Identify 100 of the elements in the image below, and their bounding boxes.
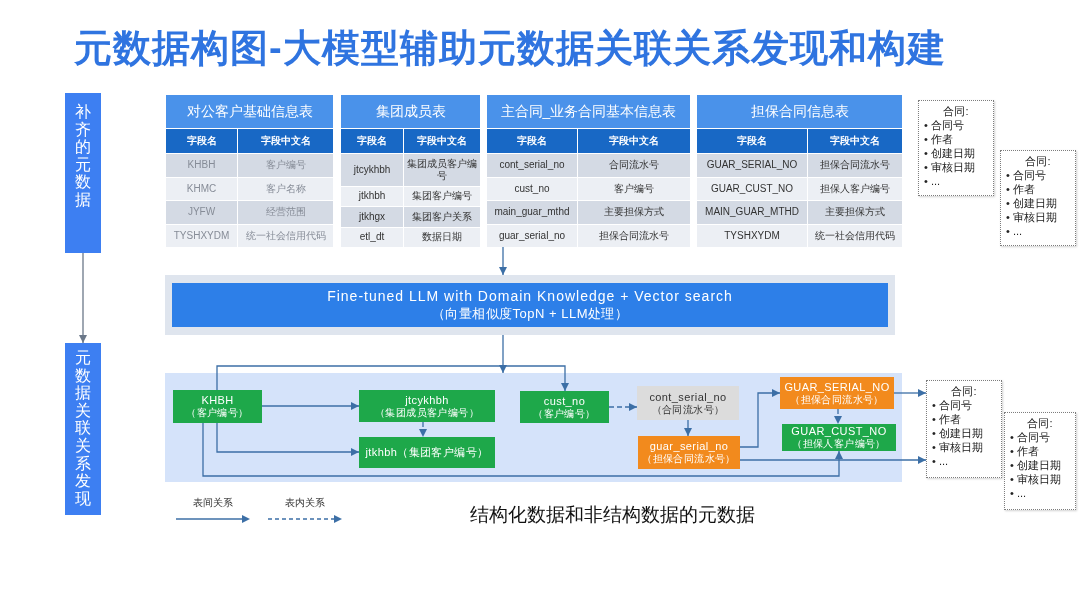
field-box (173, 390, 262, 423)
list-item: • 审核日期 (1006, 210, 1057, 224)
list-item: • ... (1006, 224, 1023, 238)
table-cell: 担保人客户编号 (808, 177, 902, 200)
table-cell: TYSHXYDM (697, 224, 807, 247)
field-name: jtkhbh（集团客户编号） (365, 446, 489, 459)
field-name: cust_no (543, 394, 586, 408)
table-cell: KHMC (166, 177, 237, 200)
field-box (780, 377, 894, 409)
section-label: 元数据关联关系发现 (75, 349, 91, 508)
field-box (520, 391, 609, 423)
section-band (65, 93, 101, 253)
column-header: 字段中文名 (808, 129, 902, 153)
field-name: KHBH (201, 394, 234, 407)
field-name: guar_serial_no (649, 440, 729, 454)
field-description: （客户编号） (186, 407, 249, 419)
field-description: （担保人客户编号） (792, 438, 886, 450)
table-cell: 经营范围 (238, 201, 333, 224)
column-header: 字段名 (487, 129, 577, 153)
column-header: 字段名 (341, 129, 403, 153)
list-item: • 创建日期 (1010, 458, 1061, 472)
table-cell: jtkhgx (341, 207, 403, 227)
arrow (79, 252, 87, 344)
arrow (261, 402, 360, 410)
table-cell: MAIN_GUAR_MTHD (697, 201, 807, 224)
column-header: 字段名 (697, 129, 807, 153)
list-item: • 创建日期 (924, 146, 975, 160)
data-table (341, 95, 480, 247)
list-item: • 创建日期 (932, 426, 983, 440)
table-cell: 集团客户编号 (404, 186, 480, 206)
field-box (359, 390, 495, 422)
list-item: • 合同号 (932, 398, 972, 412)
table-cell: jtkhbh (341, 186, 403, 206)
background-panel (165, 373, 902, 482)
table-cell: TYSHXYDM (166, 224, 237, 247)
table-title: 集团成员表 (341, 95, 480, 128)
legend-label: 表内关系 (285, 497, 325, 509)
field-box (782, 424, 896, 451)
arrow (216, 365, 569, 392)
column-header: 字段中文名 (238, 129, 333, 153)
document-title: 合同: (943, 104, 969, 118)
column-header: 字段中文名 (404, 129, 480, 153)
table-cell: 集团成员客户编号 (404, 154, 480, 186)
arrow (499, 334, 507, 374)
table-cell: JYFW (166, 201, 237, 224)
table-cell: cust_no (487, 177, 577, 200)
table-title: 对公客户基础信息表 (166, 95, 333, 128)
document-card (1000, 150, 1076, 246)
field-description: （客户编号） (533, 407, 596, 420)
dashed-arrow (834, 408, 842, 425)
legend-label: 表间关系 (193, 497, 233, 509)
list-item: • 作者 (1006, 182, 1035, 196)
table-cell: GUAR_CUST_NO (697, 177, 807, 200)
field-name: cont_serial_no (649, 390, 727, 404)
table-cell: 主要担保方式 (808, 201, 902, 224)
table-cell: cont_serial_no (487, 154, 577, 177)
table-cell: 客户编号 (238, 154, 333, 177)
dashed-arrow (608, 403, 638, 411)
arrow (216, 422, 360, 456)
document-card (918, 100, 994, 196)
field-description: （担保合同流水号） (642, 453, 736, 465)
section-band (65, 343, 101, 515)
list-item: • 作者 (924, 132, 953, 146)
field-name: GUAR_CUST_NO (791, 425, 887, 439)
table-cell: KHBH (166, 154, 237, 177)
table-cell: 主要担保方式 (578, 201, 690, 224)
caption: 结构化数据和非结构数据的元数据 (470, 503, 755, 527)
data-table (166, 95, 333, 247)
model-description: Fine-tuned LLM with Domain Knowledge + Vector search (327, 287, 733, 305)
table-cell: main_guar_mthd (487, 201, 577, 224)
list-item: • 合同号 (924, 118, 964, 132)
table-cell: GUAR_SERIAL_NO (697, 154, 807, 177)
document-card (1004, 412, 1076, 510)
column-header: 字段名 (166, 129, 237, 153)
field-description: （集团成员客户编号） (375, 406, 479, 419)
list-item: • 创建日期 (1006, 196, 1057, 210)
data-table (487, 95, 690, 247)
data-table (697, 95, 902, 247)
field-box (638, 436, 740, 469)
table-title: 主合同_业务合同基本信息表 (487, 95, 690, 128)
field-description: （担保合同流水号） (790, 393, 884, 406)
arrow (893, 389, 927, 397)
table-cell: 担保合同流水号 (808, 154, 902, 177)
model-bar (172, 283, 888, 327)
page-title: 元数据构图-大模型辅助元数据关联关系发现和构建 (74, 26, 946, 71)
list-item: • ... (1010, 486, 1027, 500)
table-cell: guar_serial_no (487, 224, 577, 247)
table-cell: 担保合同流水号 (578, 224, 690, 247)
list-item: • 作者 (932, 412, 961, 426)
table-cell: 统一社会信用代码 (808, 224, 902, 247)
arrow (499, 246, 507, 276)
list-item: • 作者 (1010, 444, 1039, 458)
arrow (739, 389, 781, 448)
document-title: 合同: (951, 384, 977, 398)
column-header: 字段中文名 (578, 129, 690, 153)
section-label: 补齐的元数据 (75, 103, 91, 209)
table-cell: jtcykhbh (341, 154, 403, 186)
document-card (926, 380, 1002, 478)
table-cell: 集团客户关系 (404, 207, 480, 227)
background-panel (165, 275, 895, 335)
